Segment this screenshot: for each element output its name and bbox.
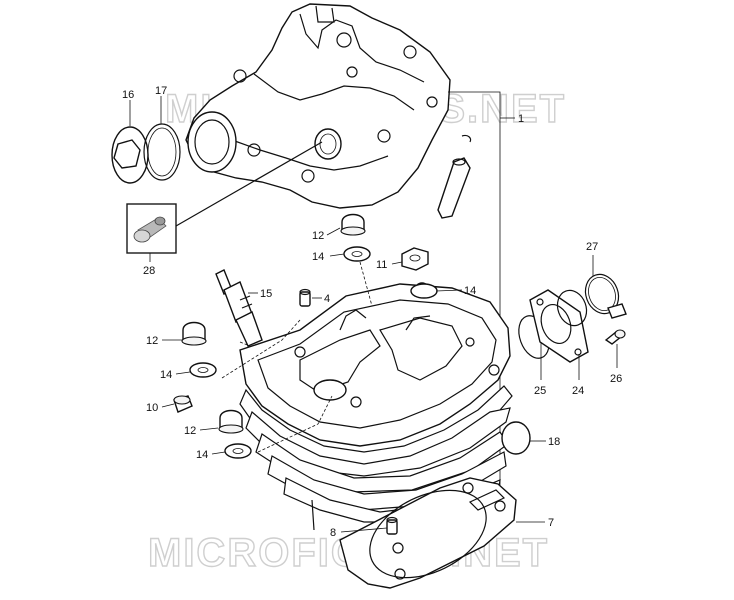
callout-12-a: 12: [312, 230, 324, 242]
part-12-cap-nut-c: [218, 409, 244, 434]
callout-14-a: 14: [312, 251, 324, 263]
leader-lines: [129, 96, 618, 533]
part-12-cap-nut-a: [340, 213, 366, 236]
part-14-washer-d: [224, 443, 252, 459]
part-15-spark-plug: [215, 269, 263, 347]
callout-12-b: 12: [146, 335, 158, 347]
callout-14-b: 14: [464, 285, 476, 297]
part-4-dowel: [299, 288, 311, 307]
part-10-collar: [173, 395, 193, 413]
callout-15: 15: [260, 288, 272, 300]
part-14-washer-b: [410, 283, 438, 299]
part-16-plug: [111, 126, 149, 184]
part-28-photo-inset: [126, 141, 323, 254]
callout-14-c: 14: [160, 369, 172, 381]
callout-1: 1: [518, 113, 524, 125]
part-7-gasket: [339, 477, 517, 589]
part-18-plug: [501, 421, 531, 455]
part-14-washer-c: [189, 362, 217, 378]
part-24-intake-pipe: [529, 289, 589, 363]
callout-24: 24: [572, 385, 584, 397]
callout-28: 28: [143, 265, 155, 277]
part-12-cap-nut-b: [181, 321, 207, 346]
callout-26: 26: [610, 373, 622, 385]
part-11-nut: [401, 247, 429, 271]
callout-10: 10: [146, 402, 158, 414]
assembly-guide-lines: [221, 261, 373, 453]
cylinder-head: [239, 282, 511, 447]
part-1-bracket: [448, 91, 515, 530]
cylinder-head-cover: [185, 3, 451, 209]
callout-8: 8: [330, 527, 336, 539]
callout-12-c: 12: [184, 425, 196, 437]
callout-17: 17: [155, 85, 167, 97]
callout-labels: 16 17 1 28 12 14 11 14 15 4 12 14 10 12 …: [122, 85, 622, 539]
callout-4: 4: [324, 293, 330, 305]
callout-14-d: 14: [196, 449, 208, 461]
callout-16: 16: [122, 89, 134, 101]
callout-25: 25: [534, 385, 546, 397]
callout-7: 7: [548, 517, 554, 529]
callout-27: 27: [586, 241, 598, 253]
part-27-clamp: [584, 273, 627, 319]
part-17-o-ring: [143, 123, 181, 181]
callout-11: 11: [376, 259, 387, 271]
part-8-dowel: [386, 516, 398, 535]
callout-18: 18: [548, 436, 560, 448]
part-14-washer-a: [343, 246, 371, 262]
part-26-screw: [604, 329, 626, 345]
valve-guide: [437, 134, 472, 219]
